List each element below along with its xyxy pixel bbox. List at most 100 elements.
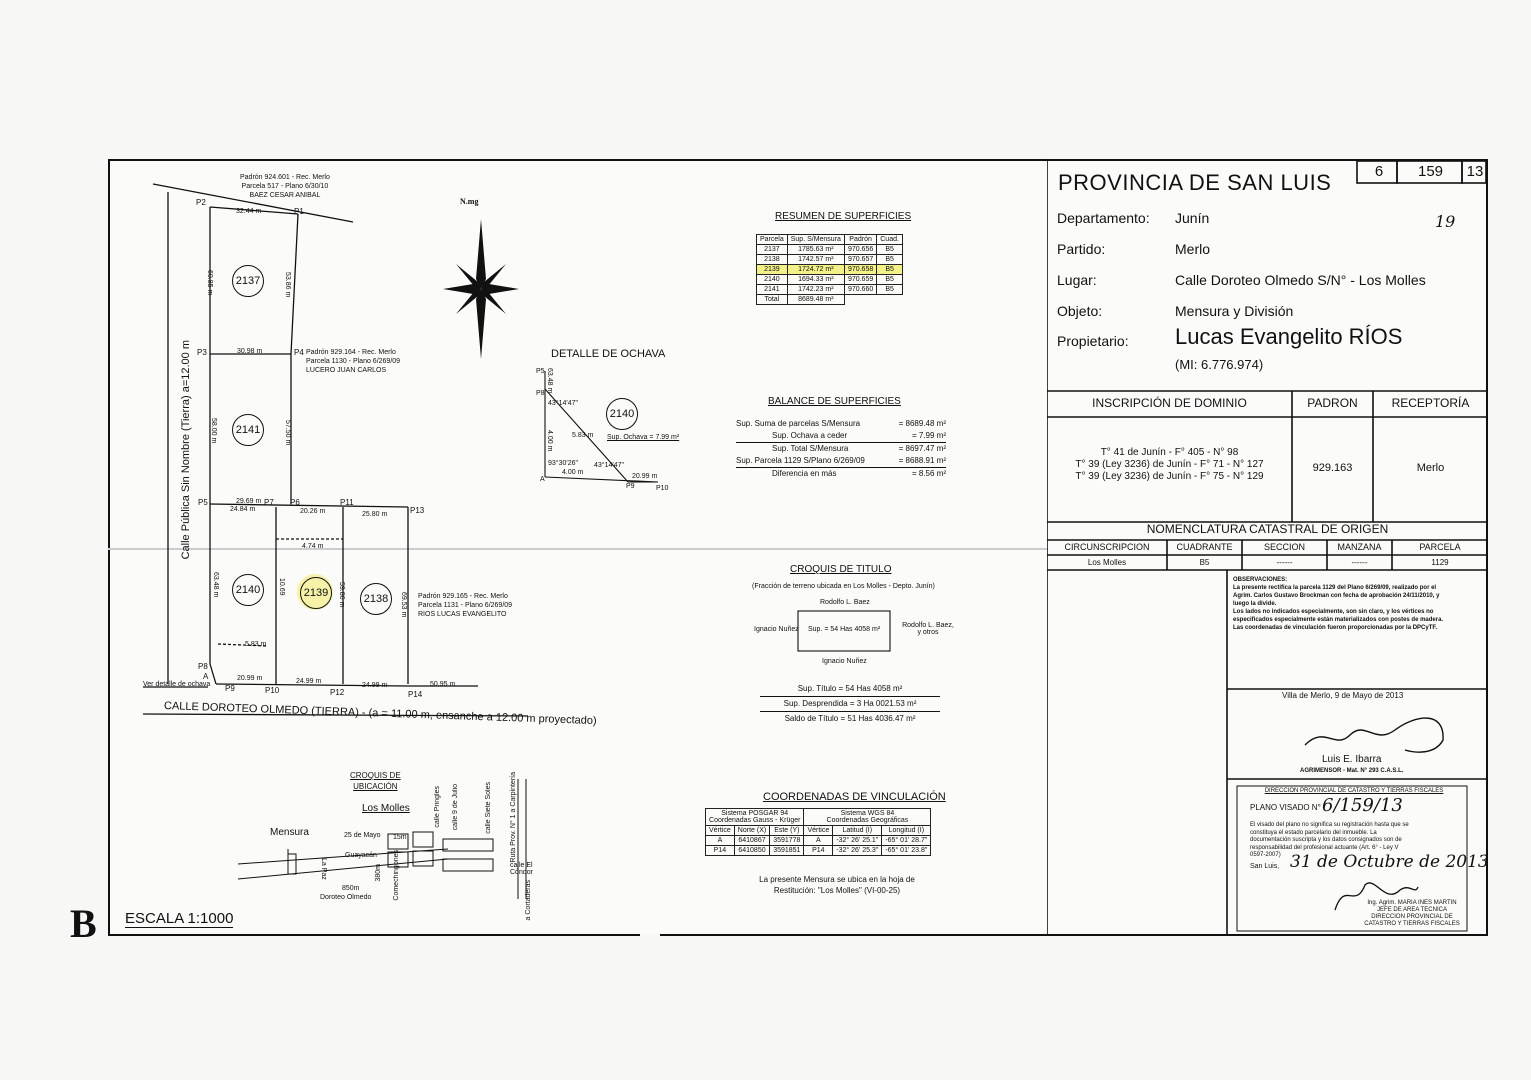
ochava-label: P10: [656, 485, 669, 492]
ubicacion-label: calle El Cóndor: [510, 862, 533, 876]
handwritten-number: 19: [1435, 212, 1456, 231]
point-p11: P11: [340, 498, 354, 507]
row-label: Departamento:: [1057, 210, 1150, 226]
dim-label: 50.95 m: [430, 681, 456, 688]
coord-note: La presente Mensura se ubica en la hoja …: [759, 875, 915, 895]
ubicacion-label: a Cortaderas: [525, 880, 532, 921]
dim-label: 5.83 m: [245, 641, 267, 648]
ochava-label: P9: [626, 483, 635, 490]
dim-label: 57.50 m: [284, 420, 291, 446]
dim-label: 24.84 m: [230, 506, 256, 513]
nomen-value: ------: [1351, 558, 1368, 567]
point-p6: P6: [290, 498, 300, 507]
point-p3: P3: [197, 348, 207, 357]
ochava-label: A: [540, 476, 545, 483]
parcel-2139: 2139: [300, 577, 332, 609]
dim-label: 60.85 m: [206, 270, 213, 296]
compass-rose: [443, 219, 519, 359]
padron-header: PADRON: [1307, 396, 1358, 410]
point-p9: P9: [225, 684, 235, 693]
ubicacion-label: 380m: [375, 864, 382, 882]
point-p14: P14: [408, 690, 423, 699]
ubicacion-label: Doroteo Olmedo: [320, 894, 372, 901]
stamp-place: San Luis,: [1250, 863, 1280, 870]
dim-label: 25.80 m: [362, 511, 388, 518]
province-title: PROVINCIA DE SAN LUIS: [1058, 170, 1332, 195]
point-p4: P4: [294, 348, 304, 357]
nomen-value: 1129: [1431, 558, 1449, 567]
firma-name: Luis E. Ibarra: [1322, 754, 1382, 765]
firma-title: AGRIMENSOR - Mat. N° 293 C.A.S.L.: [1300, 768, 1404, 774]
ubicacion-place: Los Molles: [362, 803, 410, 814]
nomenclatura-title: NOMENCLATURA CATASTRAL DE ORIGEN: [1146, 522, 1389, 536]
observaciones: OBSERVACIONES: La presente rectifica la …: [1233, 577, 1444, 631]
north-label: N.mg: [460, 197, 479, 206]
nomen-value: B5: [1199, 558, 1210, 567]
dim-label: 32.44 m: [236, 208, 262, 215]
dim-label: 63.48 m: [212, 572, 219, 598]
nomen-header: CIRCUNSCRIPCION: [1064, 542, 1150, 552]
parcel-2138: 2138: [360, 583, 392, 615]
ubicacion-label: Ruta Prov. N° 1 a Carpintería: [510, 772, 517, 863]
ochava-label: 4.00 m: [562, 469, 584, 476]
ubicacion-label: Comechingones: [393, 850, 400, 901]
firma-place-date: Villa de Merlo, 9 de Mayo de 2013: [1282, 691, 1404, 700]
nomen-header: SECCION: [1263, 542, 1305, 552]
ubicacion-label: calle Siete Soles: [485, 782, 492, 834]
ubicacion-label: 850m: [342, 885, 360, 892]
owner-id: (MI: 6.776.974): [1175, 357, 1264, 372]
code-1: 6: [1374, 163, 1384, 180]
ochava-detail-drawing: [544, 371, 659, 483]
sheet-gap: [640, 934, 660, 940]
dim-label: 10.69: [278, 578, 285, 596]
point-p1: P1: [294, 207, 304, 216]
scan-artifact-line: [108, 548, 1048, 550]
stamp-signature-mark: [1334, 882, 1419, 911]
row-label: Objeto:: [1057, 303, 1103, 319]
point-p12: P12: [330, 688, 345, 697]
croquis-titulo-title: CROQUIS DE TITULO: [790, 564, 892, 575]
dim-label: 20.99 m: [237, 675, 263, 682]
dim-label: 20.26 m: [300, 508, 326, 515]
parcel-2137: 2137: [232, 265, 264, 297]
row-value: Mensura y División: [1175, 303, 1294, 319]
ubicacion-label: Guayacán: [345, 852, 377, 859]
ochava-label: 43°14'47": [548, 400, 578, 407]
dim-label: 53.86 m: [284, 272, 291, 298]
nomen-header: PARCELA: [1419, 542, 1461, 552]
code-3: 13: [1466, 163, 1484, 180]
row-label: Lugar:: [1057, 272, 1097, 288]
boundary-top-neighbor: [152, 183, 354, 223]
point-p10: P10: [265, 686, 280, 695]
point-p13: P13: [410, 506, 425, 515]
ochava-label: 93°30'26": [548, 460, 578, 467]
ubicacion-label: Mensura: [270, 827, 309, 838]
receptoria-value: Merlo: [1416, 462, 1445, 474]
ochava-note: Ver detalle de ochava: [143, 681, 211, 688]
receptoria-header: RECEPTORÍA: [1391, 396, 1470, 410]
ochava-label: 43°14'47": [594, 462, 624, 469]
dim-label: 4.74 m: [302, 543, 324, 550]
stamp-header: DIRECCION PROVINCIAL DE CATASTRO Y TIERR…: [1264, 788, 1444, 794]
ochava-label: 20.99 m: [632, 473, 658, 480]
ubicacion-label: calle Pringles: [434, 786, 441, 828]
balance-title: BALANCE DE SUPERFICIES: [768, 396, 901, 407]
resumen-title: RESUMEN DE SUPERFICIES: [775, 211, 912, 222]
row-value: Junín: [1175, 210, 1210, 226]
ochava-label: 4.00 m: [546, 430, 553, 452]
row-value: Merlo: [1175, 241, 1211, 257]
ochava-parcel: 2140: [606, 398, 638, 430]
dominio-header: INSCRIPCIÓN DE DOMINIO: [1092, 396, 1247, 410]
ubicacion-label: La Paz: [320, 858, 327, 880]
point-p5: P5: [198, 498, 208, 507]
ochava-label: 63.48 m: [546, 368, 553, 394]
dim-label: 69.53 m: [400, 592, 407, 618]
croquis-north: Rodolfo L. Baez: [820, 599, 870, 606]
parcel-2141: 2141: [232, 414, 264, 446]
croquis-west: Ignacio Nuñez: [754, 626, 799, 633]
